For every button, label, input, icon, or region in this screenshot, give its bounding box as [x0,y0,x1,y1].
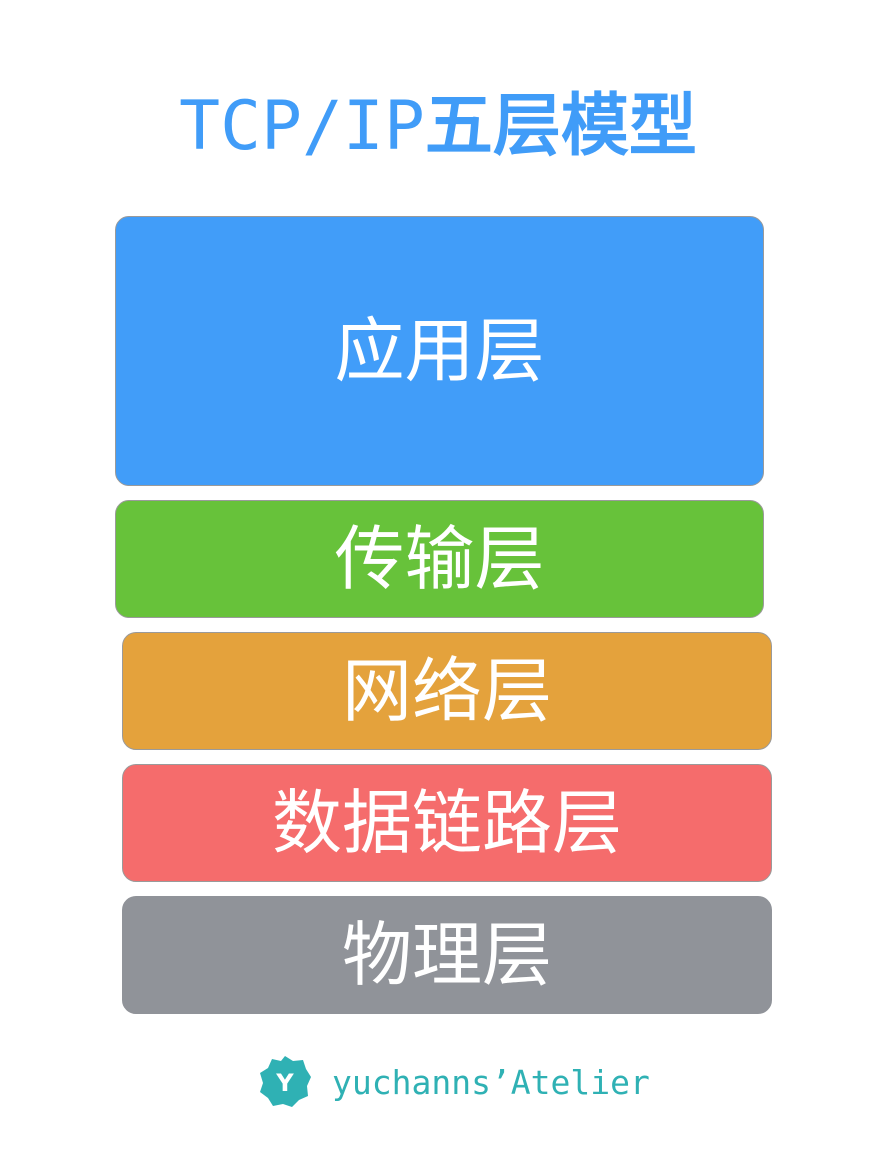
layer-label: 物理层 [342,914,552,996]
layer-network: 网络层 [122,632,772,750]
layer-label: 应用层 [334,310,545,392]
y-badge-icon: Y [260,1056,311,1107]
title-latin: TCP/IP [179,87,425,166]
layer-label: 网络层 [342,650,552,732]
footer-brand: Y yuchanns’Atelier [258,1052,650,1112]
layer-physical: 物理层 [122,896,772,1014]
diagram-title: TCP/IP五层模型 [0,82,876,172]
title-cjk: 五层模型 [424,87,697,166]
layer-transport: 传输层 [115,500,764,618]
footer-text: yuchanns’Atelier [332,1062,650,1102]
layer-label: 数据链路层 [272,782,622,864]
layer-data-link: 数据链路层 [122,764,772,882]
logo-letter: Y [275,1069,294,1097]
layer-label: 传输层 [334,518,545,600]
layer-application: 应用层 [115,216,764,486]
